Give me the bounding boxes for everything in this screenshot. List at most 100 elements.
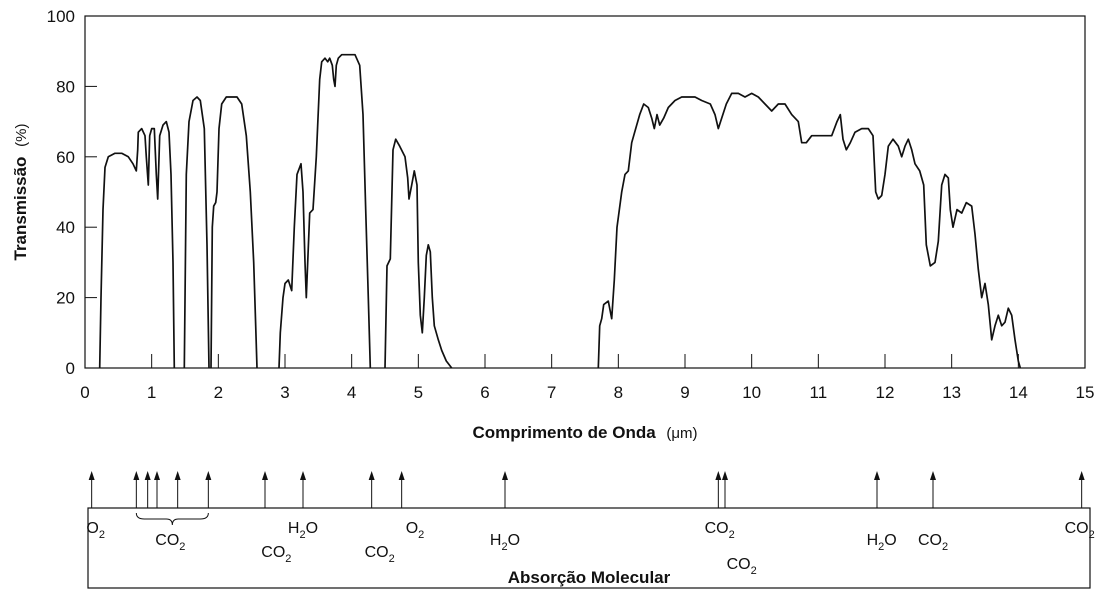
molecule-tail: O <box>306 520 318 537</box>
molecule-subscript: 2 <box>418 529 424 541</box>
molecule-base: CO <box>918 532 942 549</box>
molecule-subscript: 2 <box>501 541 507 553</box>
transmission-segment <box>98 120 176 369</box>
y-tick-label: 80 <box>56 77 75 96</box>
y-axis-title: Transmissão (%) <box>11 123 30 260</box>
x-tick-label: 4 <box>347 383 356 402</box>
molecule-subscript: 2 <box>299 529 305 541</box>
x-tick-label: 7 <box>547 383 556 402</box>
molecule-subscript: 2 <box>729 529 735 541</box>
molecule-label: O2 <box>406 520 425 541</box>
x-axis-unit: (μm) <box>666 425 697 442</box>
molecule-label: H2O <box>867 532 897 553</box>
absorption-arrow-head <box>154 471 160 480</box>
x-tick-label: 9 <box>680 383 689 402</box>
y-tick-label: 100 <box>47 7 75 26</box>
x-tick-label: 2 <box>214 383 223 402</box>
molecule-subscript: 2 <box>99 529 105 541</box>
x-tick-label: 1 <box>147 383 156 402</box>
transmission-segment <box>210 96 258 369</box>
molecule-base: CO <box>705 520 729 537</box>
molecule-subscript: 2 <box>389 553 395 565</box>
molecule-base: O <box>406 520 418 537</box>
x-tick-label: 0 <box>80 383 89 402</box>
molecule-label: CO2 <box>727 556 757 577</box>
absorption-arrow-head <box>502 471 508 480</box>
absorption-arrow-head <box>368 471 375 480</box>
x-axis-title: Comprimento de Onda (μm) <box>472 423 697 442</box>
molecule-label: CO2 <box>365 544 395 565</box>
absorption-panel-title: Absorção Molecular <box>508 568 671 587</box>
y-tick-label: 40 <box>56 218 75 237</box>
molecule-tail: O <box>884 532 896 549</box>
x-tick-label: 6 <box>480 383 489 402</box>
absorption-frame <box>87 507 1091 589</box>
molecule-subscript: 2 <box>285 553 291 565</box>
absorption-arrow-head <box>300 471 306 480</box>
transmission-segment <box>183 96 210 369</box>
transmission-segment <box>278 53 372 369</box>
molecule-base: CO <box>727 556 751 573</box>
molecule-label: O2 <box>86 520 105 541</box>
absorption-arrow-head <box>262 471 268 480</box>
x-tick-label: 11 <box>810 383 828 402</box>
x-tick-label: 14 <box>1009 383 1028 402</box>
x-tick-label: 13 <box>942 383 961 402</box>
molecule-label: CO2 <box>1065 520 1095 541</box>
molecule-label: CO2 <box>918 532 948 553</box>
absorption-arrow-head <box>930 471 936 480</box>
molecule-base: O <box>86 520 98 537</box>
molecule-base: CO <box>155 532 179 549</box>
absorption-arrow-head <box>133 471 140 480</box>
molecule-label: H2O <box>490 532 520 553</box>
x-tick-label: 15 <box>1076 383 1095 402</box>
absorption-arrow-head <box>1078 471 1085 480</box>
absorption-arrow-head <box>722 471 728 480</box>
x-axis-title-text: Comprimento de Onda <box>472 423 656 442</box>
transmission-segment <box>384 138 453 369</box>
molecule-tail: O <box>508 532 520 549</box>
absorption-arrow-head <box>174 471 181 480</box>
molecule-subscript: 2 <box>942 541 948 553</box>
co2-brace <box>135 512 209 526</box>
absorption-arrow-head <box>88 471 95 480</box>
y-axis-title-text: Transmissão <box>11 157 30 261</box>
absorption-arrow-head <box>398 471 405 480</box>
x-tick-label: 10 <box>742 383 761 402</box>
molecule-subscript: 2 <box>1089 529 1095 541</box>
absorption-arrow-head <box>205 471 212 480</box>
molecule-label: CO2 <box>155 532 185 553</box>
molecule-base: CO <box>1065 520 1089 537</box>
y-tick-label: 0 <box>66 359 75 378</box>
molecule-label: H2O <box>288 520 318 541</box>
x-tick-label: 12 <box>876 383 895 402</box>
transmission-curve <box>98 53 1022 369</box>
molecule-subscript: 2 <box>878 541 884 553</box>
x-tick-label: 8 <box>614 383 623 402</box>
transmission-segment <box>597 92 1022 369</box>
molecule-subscript: 2 <box>751 565 757 577</box>
absorption-arrows <box>88 471 1085 508</box>
absorption-arrow-head <box>874 471 880 480</box>
y-tick-label: 20 <box>56 289 75 308</box>
x-tick-label: 3 <box>280 383 289 402</box>
x-tick-label: 5 <box>414 383 423 402</box>
absorption-arrow-head <box>715 471 722 480</box>
plot-frame <box>84 15 1086 369</box>
molecule-subscript: 2 <box>179 541 185 553</box>
y-axis-unit: (%) <box>13 123 30 146</box>
molecule-label: CO2 <box>261 544 291 565</box>
molecule-base: H <box>490 532 502 549</box>
molecule-label: CO2 <box>705 520 735 541</box>
molecule-base: H <box>867 532 879 549</box>
absorption-arrow-head <box>144 471 151 480</box>
molecule-base: CO <box>261 544 285 561</box>
molecule-base: H <box>288 520 300 537</box>
y-tick-label: 60 <box>56 148 75 167</box>
axis-ticks <box>84 15 1086 369</box>
